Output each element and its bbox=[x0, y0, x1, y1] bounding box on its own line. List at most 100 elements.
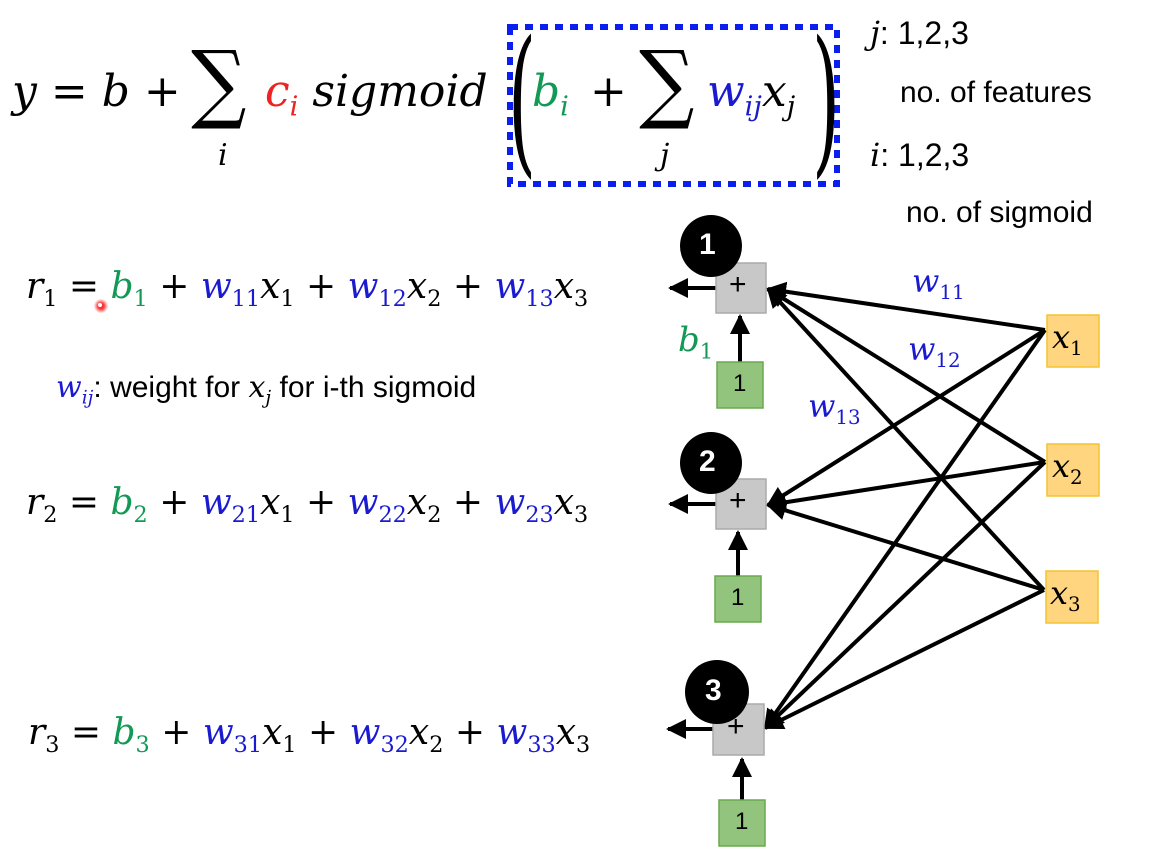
plus-sign: + bbox=[306, 482, 337, 523]
x3-term: x3 bbox=[553, 482, 589, 528]
edge-w11 bbox=[766, 281, 1046, 332]
x1-term: x1 bbox=[260, 482, 295, 528]
x3-term: x3 bbox=[555, 712, 591, 758]
bias-input-3: 1 bbox=[735, 808, 749, 835]
j-symbol: j bbox=[870, 14, 880, 52]
input-box-3 bbox=[1045, 570, 1099, 624]
edge-w32 bbox=[763, 460, 1047, 730]
plus-sign: + bbox=[161, 712, 192, 753]
edge-w33 bbox=[763, 588, 1045, 730]
sum-op-3: + bbox=[727, 710, 745, 743]
input-label-x1: x1 bbox=[1052, 318, 1083, 360]
y-symbol: y bbox=[12, 66, 37, 117]
plus-sign: + bbox=[308, 712, 339, 753]
b1-term: b1 bbox=[110, 266, 148, 312]
w-ij-symbol: wij bbox=[707, 66, 762, 123]
edge-w21 bbox=[766, 328, 1047, 507]
paren-open: ( bbox=[508, 6, 537, 193]
plus-sign: + bbox=[159, 266, 190, 307]
bias-input-1: 1 bbox=[733, 370, 747, 397]
weight-note: wij: weight for xj for i-th sigmoid bbox=[56, 370, 476, 409]
i-index-note: i: 1,2,3 bbox=[870, 136, 969, 174]
sum-symbol-outer: ∑ bbox=[191, 33, 247, 133]
w11-term: w11 bbox=[200, 266, 261, 312]
plus-sign: + bbox=[452, 482, 484, 523]
sum-index-outer: i bbox=[218, 138, 228, 173]
bias-box-3 bbox=[718, 799, 766, 847]
w21-term: w21 bbox=[200, 482, 261, 528]
node-number-3: 3 bbox=[705, 674, 722, 707]
weight-label-w12: w12 bbox=[908, 330, 961, 372]
r2-symbol: r2 bbox=[26, 482, 58, 528]
input-box-2 bbox=[1046, 443, 1100, 497]
r1-symbol: r1 bbox=[26, 266, 58, 312]
bias-input-2: 1 bbox=[731, 584, 745, 611]
node-badge-1 bbox=[680, 215, 742, 277]
w12-term: w12 bbox=[347, 266, 407, 312]
plus-sign: + bbox=[159, 482, 190, 523]
c-term: ci sigmoid bbox=[265, 66, 488, 123]
b-inner: bi bbox=[532, 66, 569, 123]
c-symbol: ci bbox=[265, 66, 299, 123]
equation-r3: r3 = b3 + w31x1 + w32x2 + w33x3 bbox=[28, 712, 591, 758]
equals-sign: = bbox=[50, 66, 88, 117]
plus-sign: + bbox=[306, 266, 337, 307]
w31-term: w31 bbox=[202, 712, 263, 758]
plus-sign: + bbox=[454, 712, 486, 753]
node-number-2: 2 bbox=[699, 445, 716, 478]
sum-op-1: + bbox=[729, 268, 747, 301]
i-symbol: i bbox=[870, 136, 881, 174]
w23-term: w23 bbox=[494, 482, 554, 528]
sum-op-2: + bbox=[729, 484, 747, 517]
i-description: no. of sigmoid bbox=[906, 196, 1093, 229]
equals-sign: = bbox=[68, 482, 100, 523]
sigmoid-label: sigmoid bbox=[312, 66, 488, 117]
sum-symbol-inner: ∑ bbox=[639, 33, 695, 133]
edge-w13 bbox=[766, 287, 1046, 592]
b-symbol: b bbox=[101, 66, 130, 117]
x-j-symbol: xj bbox=[761, 66, 796, 123]
x3-term: x3 bbox=[553, 266, 589, 312]
w-ij-symbol: wij bbox=[56, 370, 94, 409]
equation-r2: r2 = b2 + w21x1 + w22x2 + w23x3 bbox=[26, 482, 589, 528]
input-label-x2: x2 bbox=[1052, 447, 1083, 489]
weight-label-w11: w11 bbox=[912, 262, 965, 304]
bias-box-2 bbox=[714, 575, 762, 623]
x-j-symbol: xj bbox=[248, 370, 272, 409]
plus-sign: + bbox=[452, 266, 484, 307]
equals-sign: = bbox=[68, 266, 100, 307]
node-badge-3 bbox=[685, 660, 749, 724]
w32-term: w32 bbox=[349, 712, 409, 758]
input-box-1 bbox=[1046, 314, 1100, 368]
r3-symbol: r3 bbox=[28, 712, 60, 758]
w-x-inner: wijxj bbox=[707, 66, 796, 123]
bias-label-b1: b1 bbox=[678, 320, 714, 364]
node-number-1: 1 bbox=[699, 228, 716, 261]
w13-term: w13 bbox=[494, 266, 554, 312]
sum-index-inner: j bbox=[660, 138, 670, 173]
x2-term: x2 bbox=[406, 266, 442, 312]
highlight-box bbox=[507, 24, 840, 187]
edge-w31 bbox=[763, 328, 1047, 730]
j-description: no. of features bbox=[900, 76, 1092, 109]
edge-w22 bbox=[766, 460, 1046, 513]
paren-close: ) bbox=[812, 6, 841, 193]
bias-box-1 bbox=[716, 361, 764, 409]
b2-term: b2 bbox=[110, 482, 148, 528]
weight-label-w13: w13 bbox=[808, 387, 861, 429]
edge-w23 bbox=[766, 500, 1045, 592]
x1-term: x1 bbox=[262, 712, 297, 758]
edge-w12 bbox=[766, 287, 1047, 464]
weight-note-text: : weight for bbox=[93, 371, 249, 404]
plus-inner: + bbox=[590, 66, 627, 117]
pointer-cursor-icon bbox=[94, 299, 108, 313]
main-equation-lhs: y = b + bbox=[12, 66, 181, 117]
x1-term: x1 bbox=[260, 266, 295, 312]
equation-r1: r1 = b1 + w11x1 + w12x2 + w13x3 bbox=[26, 266, 589, 312]
x2-term: x2 bbox=[406, 482, 442, 528]
w22-term: w22 bbox=[347, 482, 407, 528]
w33-term: w33 bbox=[496, 712, 556, 758]
node-badge-2 bbox=[680, 432, 742, 494]
x2-term: x2 bbox=[408, 712, 444, 758]
